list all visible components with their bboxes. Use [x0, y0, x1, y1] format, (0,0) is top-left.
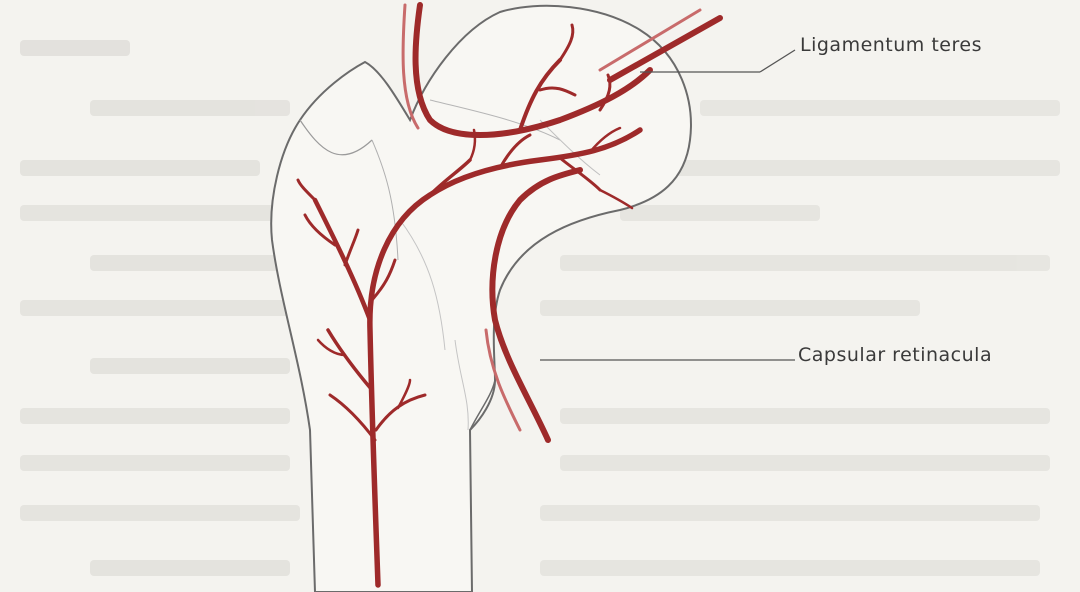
- label-capsular-retinacula: Capsular retinacula: [798, 344, 992, 366]
- femur-bone: [271, 6, 691, 592]
- label-ligamentum-teres: Ligamentum teres: [800, 34, 982, 56]
- leader-line-ligamentum-end: [760, 50, 795, 72]
